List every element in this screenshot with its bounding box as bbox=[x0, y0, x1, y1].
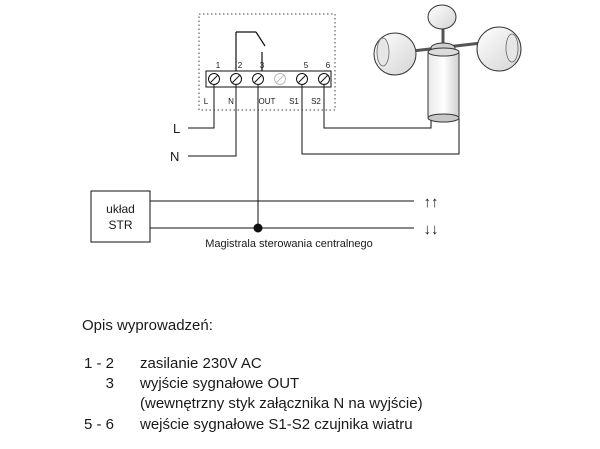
terminal-1-screw bbox=[208, 73, 220, 85]
bus-label: Magistrala sterowania centralnego bbox=[205, 238, 373, 250]
controller-label-line1: układ bbox=[106, 202, 135, 216]
legend-row-3-text: (wewnętrzny styk załącznika N na wyjście… bbox=[140, 395, 423, 412]
wire-S1 bbox=[301, 85, 460, 155]
terminal-numbers: 1 2 3 5 6 bbox=[216, 61, 331, 70]
terminal-3-screw bbox=[252, 73, 264, 85]
anemometer-illustration bbox=[373, 4, 522, 123]
terminal-6-screw bbox=[318, 73, 330, 85]
terminal-labels: L N OUT S1 S2 bbox=[204, 97, 322, 106]
legend-row-1-text: zasilanie 230V AC bbox=[140, 355, 262, 372]
legend-row-4-number: 5 - 6 bbox=[83, 416, 114, 433]
terminal-number-2: 2 bbox=[238, 61, 243, 70]
bus-up-arrows: ↑↑ bbox=[424, 194, 439, 211]
wire-S2 bbox=[323, 85, 432, 129]
controller-label-line2: STR bbox=[109, 218, 133, 232]
legend-row-1-number: 1 - 2 bbox=[83, 355, 114, 372]
terminal-number-5: 5 bbox=[304, 61, 309, 70]
line-label-N: N bbox=[170, 149, 179, 164]
legend-row-2-text: wyjście sygnałowe OUT bbox=[140, 375, 300, 392]
line-label-L: L bbox=[173, 121, 180, 136]
terminal-label-S1: S1 bbox=[289, 97, 299, 106]
terminal-4-screw bbox=[274, 73, 286, 85]
legend-title: Opis wyprowadzeń: bbox=[82, 317, 213, 334]
terminal-label-L: L bbox=[204, 97, 209, 106]
terminal-screws bbox=[208, 73, 330, 85]
legend-row-2-number: 3 bbox=[105, 375, 114, 392]
terminal-number-3: 3 bbox=[260, 61, 265, 70]
wires bbox=[188, 85, 460, 228]
terminal-label-N: N bbox=[228, 97, 234, 106]
terminal-5-screw bbox=[296, 73, 308, 85]
terminal-label-OUT: OUT bbox=[259, 97, 276, 106]
bus-junction-dot bbox=[253, 223, 263, 233]
bus-down-arrows: ↓↓ bbox=[424, 221, 439, 238]
module-outline bbox=[198, 13, 336, 111]
terminal-2-screw bbox=[230, 73, 242, 85]
controller-box bbox=[90, 190, 151, 243]
terminal-label-S2: S2 bbox=[311, 97, 321, 106]
wire-L bbox=[188, 85, 215, 129]
terminal-number-1: 1 bbox=[216, 61, 221, 70]
terminal-number-6: 6 bbox=[326, 61, 331, 70]
wire-N bbox=[188, 85, 237, 157]
legend-row-4-text: wejście sygnałowe S1-S2 czujnika wiatru bbox=[140, 416, 413, 433]
